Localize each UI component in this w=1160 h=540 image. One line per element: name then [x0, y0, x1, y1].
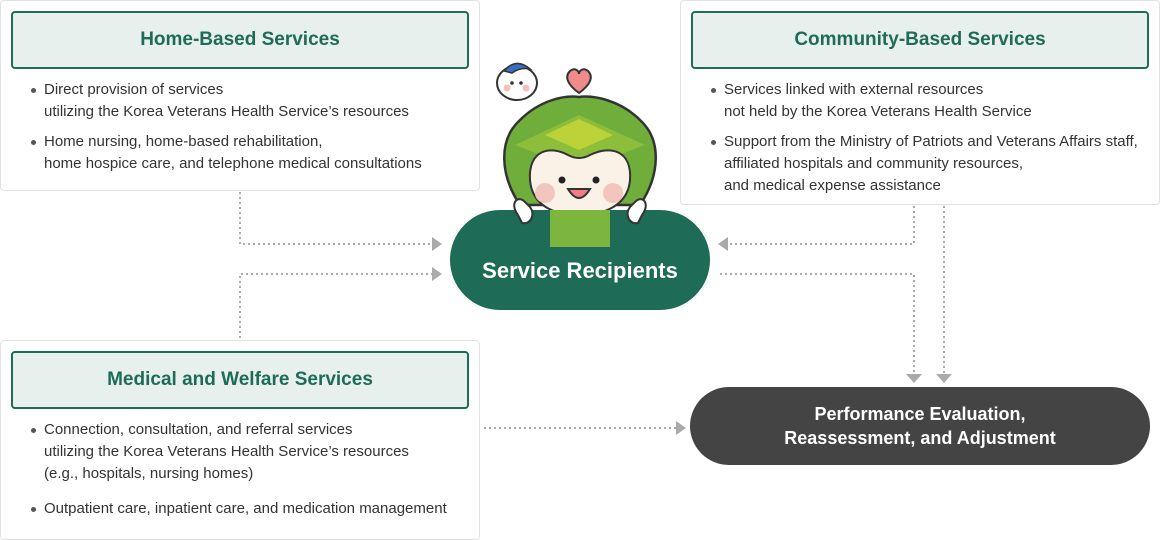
medical-welfare-services-title: Medical and Welfare Services	[11, 351, 469, 409]
medical-welfare-services-card: Medical and Welfare Services Connection,…	[0, 340, 480, 540]
connector-recipients-to-evaluation	[720, 273, 915, 374]
bird-mascot-icon	[496, 62, 538, 101]
arrowhead-down	[906, 374, 922, 383]
arrowhead-left	[718, 237, 728, 251]
home-based-services-card: Home-Based Services Direct provision of …	[0, 0, 480, 191]
connector-medical-to-recipients	[239, 273, 432, 338]
arrowhead-right	[676, 421, 686, 435]
list-item: Outpatient care, inpatient care, and med…	[31, 498, 473, 520]
service-recipients-node: Service Recipients	[450, 210, 710, 310]
list-item: Connection, consultation, and referral s…	[31, 419, 473, 485]
heart-icon	[566, 68, 592, 95]
list-item: Support from the Ministry of Patriots an…	[711, 131, 1153, 197]
connector-community-to-recipients	[730, 206, 915, 245]
community-based-services-card: Community-Based Services Services linked…	[680, 0, 1160, 205]
leaf-mascot-icon	[503, 95, 657, 247]
mascot-illustration	[496, 62, 657, 247]
performance-evaluation-line2: Reassessment, and Adjustment	[784, 428, 1056, 448]
community-based-services-list: Services linked with external resources …	[711, 79, 1153, 205]
home-based-services-list: Direct provision of services utilizing t…	[31, 79, 473, 183]
list-item: Services linked with external resources …	[711, 79, 1153, 123]
arrowhead-down	[936, 374, 952, 383]
list-item: Home nursing, home-based rehabilitation,…	[31, 131, 473, 175]
arrowhead-right	[432, 267, 442, 281]
medical-welfare-services-list: Connection, consultation, and referral s…	[31, 419, 473, 528]
list-item: Direct provision of services utilizing t…	[31, 79, 473, 123]
arrowhead-right	[432, 237, 442, 251]
performance-evaluation-line1: Performance Evaluation,	[814, 404, 1026, 424]
home-based-services-title: Home-Based Services	[11, 11, 469, 69]
community-based-services-title: Community-Based Services	[691, 11, 1149, 69]
connector-home-to-recipients	[239, 192, 432, 245]
performance-evaluation-node: Performance Evaluation, Reassessment, an…	[690, 387, 1150, 465]
service-recipients-label: Service Recipients	[482, 258, 678, 283]
